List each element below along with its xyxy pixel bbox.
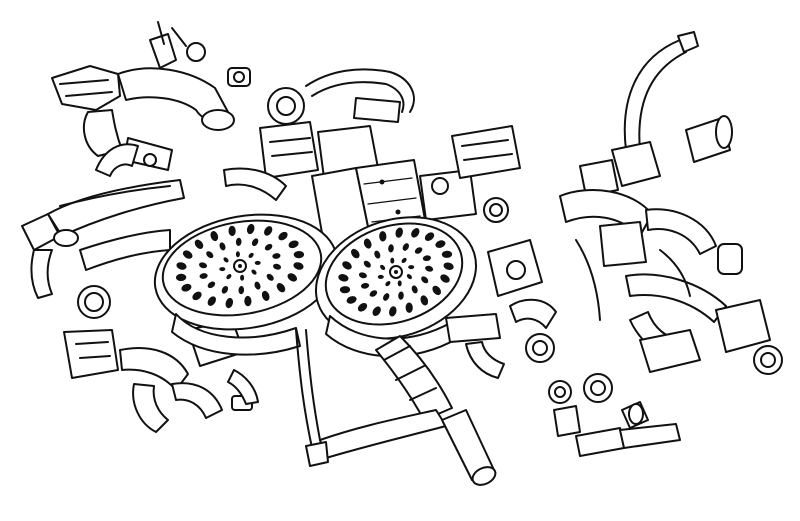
shower-hole	[401, 257, 407, 263]
shower-hole	[254, 281, 261, 290]
left-shower-head	[153, 213, 339, 356]
shower-hole	[287, 273, 298, 282]
shower-hole	[397, 280, 402, 287]
shower-hole	[377, 274, 384, 279]
shower-hole	[176, 262, 187, 270]
shower-hole	[402, 243, 409, 251]
shower-hole	[408, 265, 415, 270]
shower-hole	[261, 290, 270, 301]
shower-hole	[338, 274, 349, 282]
shower-hole	[361, 282, 370, 289]
shower-hole	[210, 231, 219, 242]
shower-hole	[244, 295, 252, 307]
shower-hole	[219, 242, 226, 251]
shower-hole	[405, 302, 413, 313]
shower-hole	[406, 274, 412, 280]
shower-hole	[388, 244, 394, 253]
shower-hole	[238, 286, 245, 295]
shower-arm-bracket	[295, 329, 497, 486]
shower-hole	[251, 269, 257, 275]
shower-hole	[251, 238, 259, 247]
center-bottom-fittings	[445, 239, 557, 379]
shower-hole	[414, 247, 423, 254]
shower-hole	[395, 227, 403, 238]
shower-hole	[411, 285, 418, 294]
shower-hole	[226, 274, 232, 280]
shower-hole	[207, 296, 216, 306]
shower-hole	[225, 297, 234, 309]
upper-left-faucet-cluster	[51, 21, 251, 171]
shower-head-1-holes	[175, 223, 305, 309]
shower-hole	[194, 239, 204, 249]
shower-hole	[411, 228, 420, 238]
shower-hole	[440, 274, 450, 283]
shower-hole	[369, 290, 378, 297]
shower-hole	[372, 306, 381, 316]
shower-hole	[221, 285, 229, 294]
top-center-pipe-cluster	[223, 68, 415, 201]
shower-hole	[425, 265, 434, 272]
shower-hole	[441, 250, 453, 258]
shower-hole	[254, 260, 261, 265]
shower-hole	[223, 257, 229, 263]
shower-hole	[235, 237, 242, 246]
shower-hole	[421, 276, 429, 284]
shower-hole	[219, 267, 226, 272]
shower-hole	[385, 281, 391, 287]
shower-hole	[422, 255, 431, 262]
shower-hole	[207, 281, 216, 289]
shower-head-2-holes	[338, 227, 454, 317]
shower-hole	[266, 273, 274, 281]
shower-hole	[181, 283, 192, 292]
shower-hole	[342, 261, 352, 270]
shower-hole	[240, 274, 245, 281]
shower-hole	[198, 262, 208, 269]
shower-hole	[351, 248, 360, 259]
shower-hole	[228, 225, 236, 237]
shower-hole	[389, 306, 397, 317]
shower-hole	[278, 231, 288, 241]
shower-hole	[246, 223, 255, 235]
right-shower-head	[314, 216, 478, 358]
shower-hole	[339, 286, 351, 294]
shower-hole	[346, 296, 357, 304]
shower-hole	[199, 273, 208, 279]
right-faucet-cluster	[559, 189, 783, 375]
shower-hole	[272, 263, 282, 270]
shower-hole	[374, 250, 381, 259]
shower-hole	[192, 291, 202, 301]
far-left-pipe-cluster	[21, 143, 185, 299]
shower-hole	[357, 303, 368, 312]
shower-hole	[293, 262, 304, 270]
shower-hole	[235, 251, 240, 258]
shower-hole	[264, 226, 273, 236]
shower-hole	[182, 250, 193, 259]
shower-hole	[383, 293, 390, 301]
shower-hole	[358, 272, 367, 279]
shower-hole	[420, 295, 429, 306]
shower-hole	[175, 273, 187, 282]
shower-hole	[363, 260, 371, 268]
shower-hole	[432, 285, 441, 296]
loose-fittings-lower-right	[548, 329, 701, 457]
shower-hole	[390, 257, 395, 264]
right-gooseneck-spout	[579, 31, 733, 197]
shower-hole	[379, 231, 387, 242]
shower-hole	[398, 291, 404, 300]
shower-hole	[264, 243, 273, 251]
shower-hole	[435, 240, 446, 248]
shower-hole	[276, 283, 286, 293]
shower-hole	[363, 238, 372, 249]
shower-hole	[248, 252, 254, 258]
shower-hole	[424, 232, 435, 241]
shower-hole	[206, 251, 214, 259]
shower-hole	[443, 262, 454, 270]
shower-hole	[380, 264, 386, 270]
shower-hole	[288, 240, 299, 249]
shower-hole	[272, 253, 281, 259]
shower-hole	[293, 250, 305, 259]
